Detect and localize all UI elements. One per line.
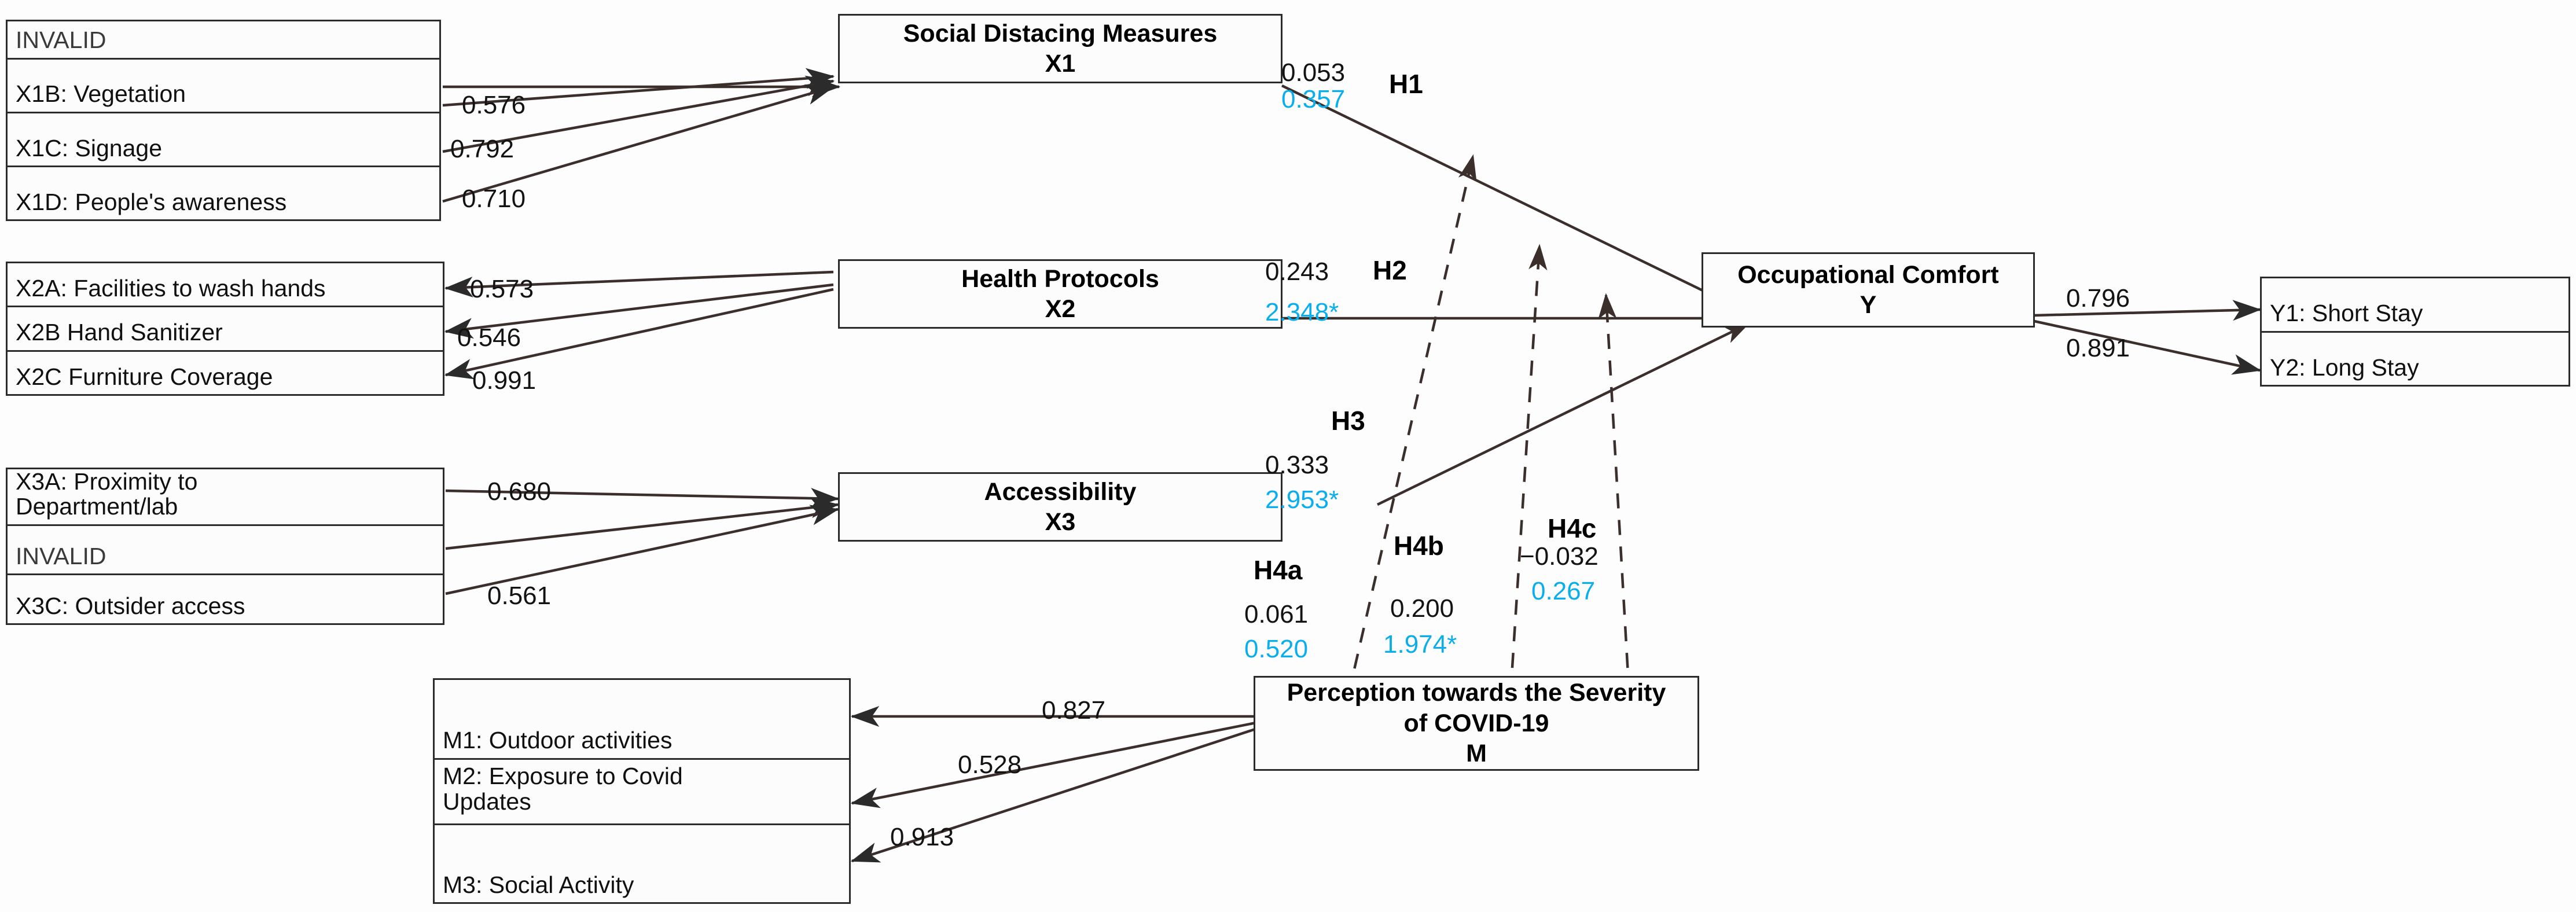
path-hypothesis-h4b: H4b	[1394, 531, 1444, 561]
construct-name-line1: Perception towards the Severity	[1287, 679, 1666, 707]
loading-label-x3a: 0.680	[487, 477, 552, 506]
construct-box-x3: Accessibility X3	[838, 472, 1283, 542]
indicator-row: X2C Furniture Coverage	[16, 363, 273, 390]
indicator-row: INVALID	[8, 526, 443, 576]
loading-label-x2b: 0.546	[457, 323, 521, 352]
construct-code: X1	[1045, 50, 1076, 78]
loading-label-m2: 0.528	[958, 751, 1022, 779]
construct-code: Y	[1860, 291, 1877, 319]
indicator-row: X3C: Outsider access	[16, 592, 245, 619]
indicator-row: X1D: People's awareness	[16, 188, 287, 215]
indicator-row: M1: Outdoor activities	[435, 680, 849, 760]
path-hypothesis-h4a: H4a	[1254, 555, 1303, 585]
construct-name: Health Protocols	[961, 264, 1159, 293]
path-coefficient-h4b: 0.200	[1390, 594, 1454, 623]
indicator-row: X1B: Vegetation	[8, 60, 439, 113]
path-tvalue-h4b: 1.974*	[1383, 630, 1457, 659]
indicator-stack-y: Y1: Short Stay Y2: Long Stay	[2260, 277, 2570, 387]
loading-label-x1b: 0.576	[462, 91, 526, 119]
construct-code: X3	[1045, 508, 1076, 536]
loading-label-m3: 0.913	[890, 823, 954, 851]
indicator-row: X3A: Proximity to Department/lab	[8, 469, 443, 526]
path-coefficient-h2: 0.243	[1265, 258, 1329, 286]
path-tvalue-h4c: 0.267	[1531, 577, 1596, 605]
loading-label-x2c: 0.991	[472, 366, 536, 395]
construct-name-line2: of COVID-19	[1403, 709, 1549, 737]
indicator-row: M3: Social Activity	[443, 871, 634, 898]
indicator-row: X2B Hand Sanitizer	[8, 307, 443, 352]
path-tvalue-h1: 0.357	[1281, 85, 1346, 113]
indicator-row: X2A: Facilities to wash hands	[8, 263, 443, 308]
construct-name: Occupational Comfort	[1737, 260, 1999, 289]
path-tvalue-h4a: 0.520	[1244, 635, 1309, 663]
indicator-row: INVALID	[8, 21, 439, 60]
path-tvalue-h3: 2.953*	[1265, 486, 1339, 514]
path-coefficient-h4c: −0.032	[1520, 542, 1598, 571]
construct-code: X2	[1045, 295, 1076, 323]
construct-name: Social Distacing Measures	[903, 19, 1218, 47]
path-hypothesis-h2: H2	[1373, 255, 1407, 285]
loading-label-y1: 0.796	[2066, 284, 2130, 312]
loading-label-x2a: 0.573	[470, 275, 534, 303]
indicator-stack-x1: INVALID X1B: Vegetation X1C: Signage X1D…	[6, 20, 441, 221]
path-hypothesis-h1: H1	[1389, 69, 1423, 99]
indicator-row: Y1: Short Stay	[2262, 278, 2568, 333]
construct-box-x1: Social Distacing Measures X1	[838, 14, 1283, 83]
indicator-row: M2: Exposure to Covid Updates	[435, 760, 849, 825]
path-tvalue-h2: 2.348*	[1265, 298, 1339, 326]
path-hypothesis-h4c: H4c	[1548, 513, 1597, 543]
path-hypothesis-h3: H3	[1331, 406, 1365, 436]
indicator-stack-m: M1: Outdoor activities M2: Exposure to C…	[433, 678, 851, 904]
loading-label-x3c: 0.561	[487, 582, 552, 610]
indicator-stack-x2: X2A: Facilities to wash hands X2B Hand S…	[6, 262, 444, 396]
construct-code: M	[1466, 740, 1487, 768]
path-coefficient-h3: 0.333	[1265, 451, 1329, 479]
construct-box-y: Occupational Comfort Y	[1702, 252, 2035, 328]
loading-label-x1d: 0.710	[462, 185, 526, 213]
construct-box-m: Perception towards the Severity of COVID…	[1254, 676, 1699, 771]
loading-label-x1c: 0.792	[450, 135, 515, 163]
indicator-row: X1C: Signage	[8, 113, 439, 167]
path-coefficient-h4a: 0.061	[1244, 600, 1309, 628]
loading-label-m1: 0.827	[1042, 696, 1106, 725]
indicator-stack-x3: X3A: Proximity to Department/lab INVALID…	[6, 468, 444, 625]
path-coefficient-h1: 0.053	[1281, 58, 1346, 87]
loading-label-y2: 0.891	[2066, 334, 2130, 362]
construct-box-x2: Health Protocols X2	[838, 259, 1283, 329]
indicator-row: Y2: Long Stay	[2270, 354, 2419, 381]
construct-name: Accessibility	[984, 477, 1137, 506]
